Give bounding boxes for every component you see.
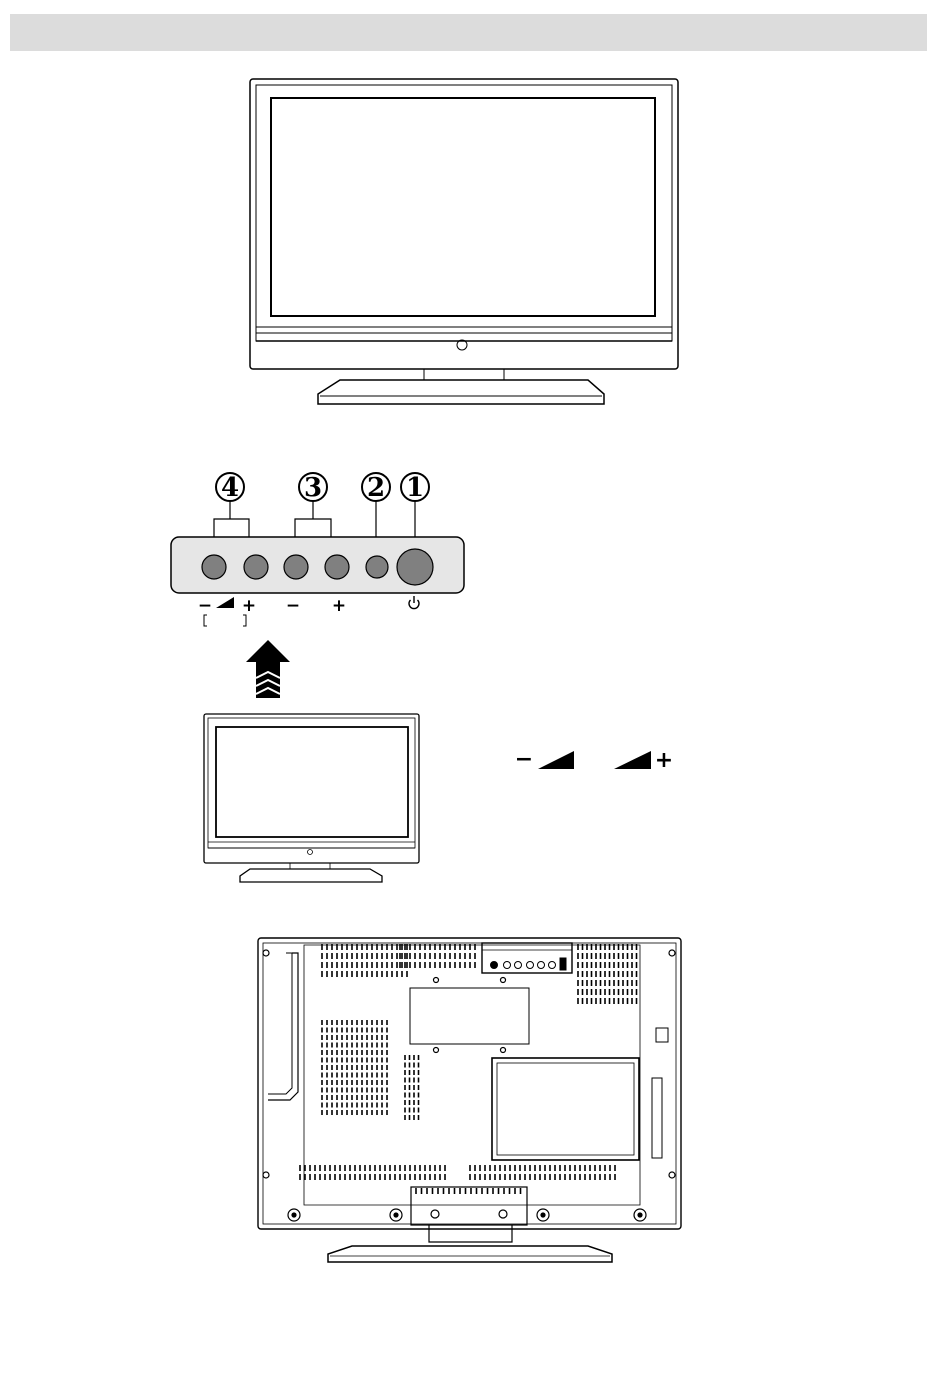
tv-rear-view xyxy=(0,0,950,1382)
